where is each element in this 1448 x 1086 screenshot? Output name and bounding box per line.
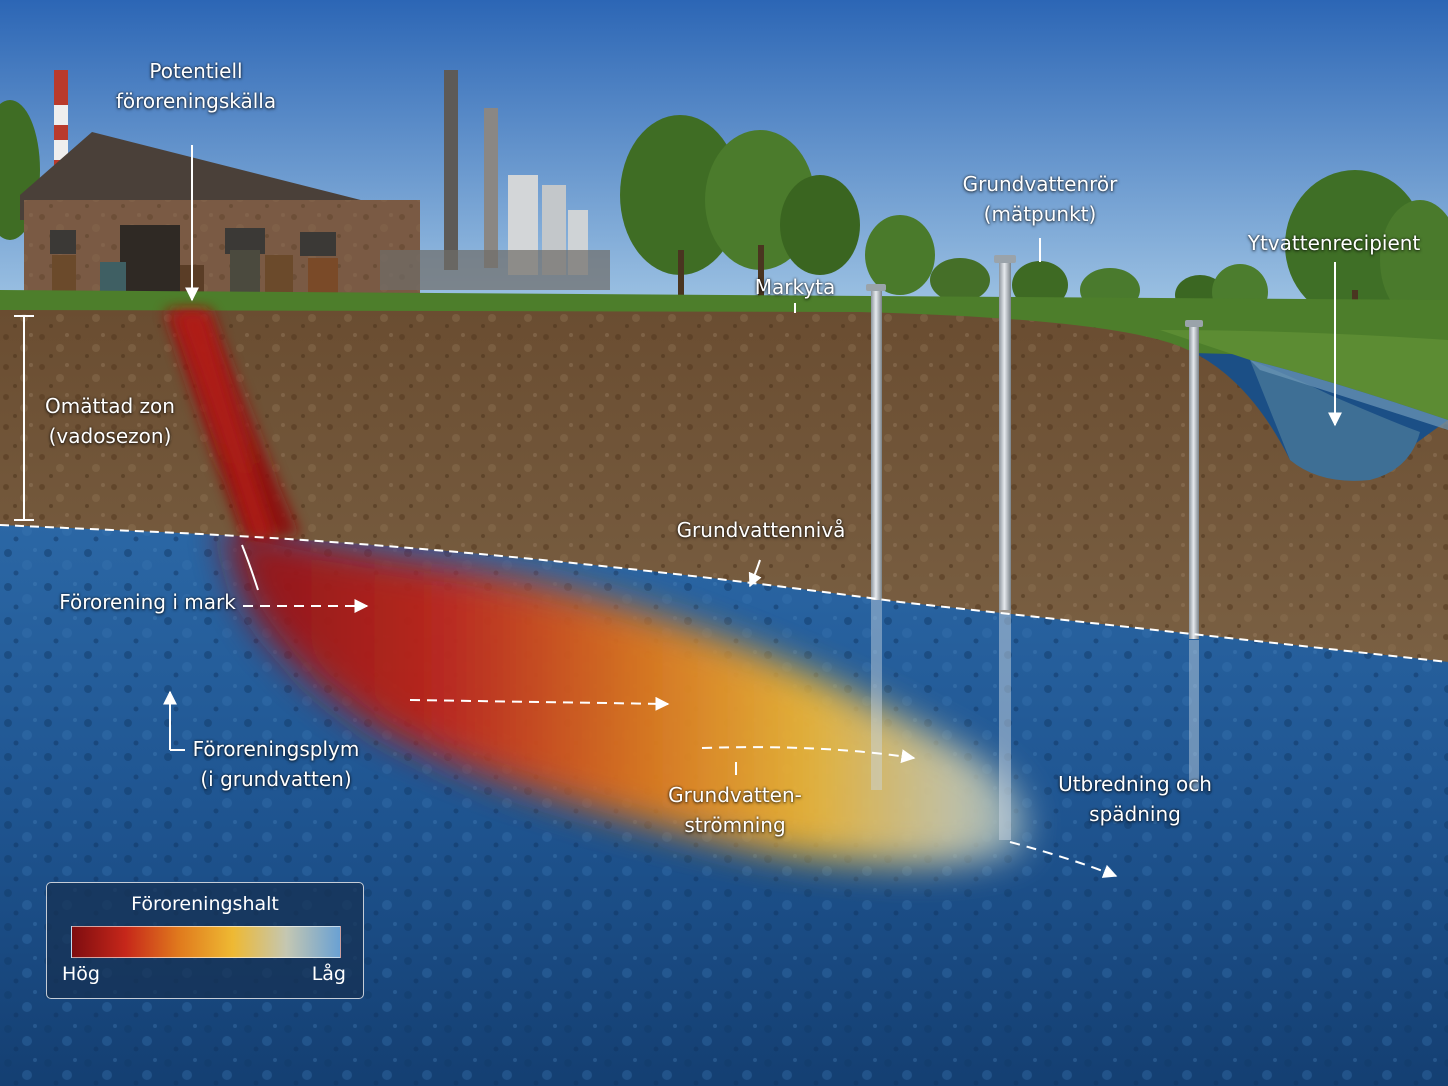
label-vadose-zone: Omättad zon (vadosezon) (45, 394, 175, 448)
label-monitoring-well: Grundvattenrör (mätpunkt) (962, 172, 1118, 226)
label-dispersion: Utbredning och spädning (1058, 772, 1212, 826)
label-water-table: Grundvattennivå (676, 518, 846, 542)
monitoring-wells (866, 255, 1203, 840)
label-ground-surface: Markyta (754, 275, 836, 299)
factory (20, 70, 610, 300)
concentration-legend: Föroreningshalt Hög Låg (46, 882, 364, 999)
label-soil-contamination: Förorening i mark (59, 590, 236, 614)
contamination-plume (220, 525, 1025, 865)
water-table-line (0, 524, 1448, 663)
legend-color-bar (71, 926, 341, 958)
label-groundwater-flow: Grundvatten- strömning (668, 783, 802, 837)
flow-arrows (243, 599, 1118, 878)
legend-high-label: Hög (62, 963, 100, 985)
vadose-zone-bracket (14, 315, 34, 521)
legend-low-label: Låg (311, 963, 346, 985)
annotation-leaders (163, 145, 1342, 775)
label-plume: Föroreningsplym (i grundvatten) (192, 737, 360, 791)
legend-title: Föroreningshalt (131, 893, 279, 915)
label-surface-water: Ytvattenrecipient (1247, 231, 1421, 255)
label-pollution-source: Potentiell föroreningskälla (115, 59, 277, 113)
